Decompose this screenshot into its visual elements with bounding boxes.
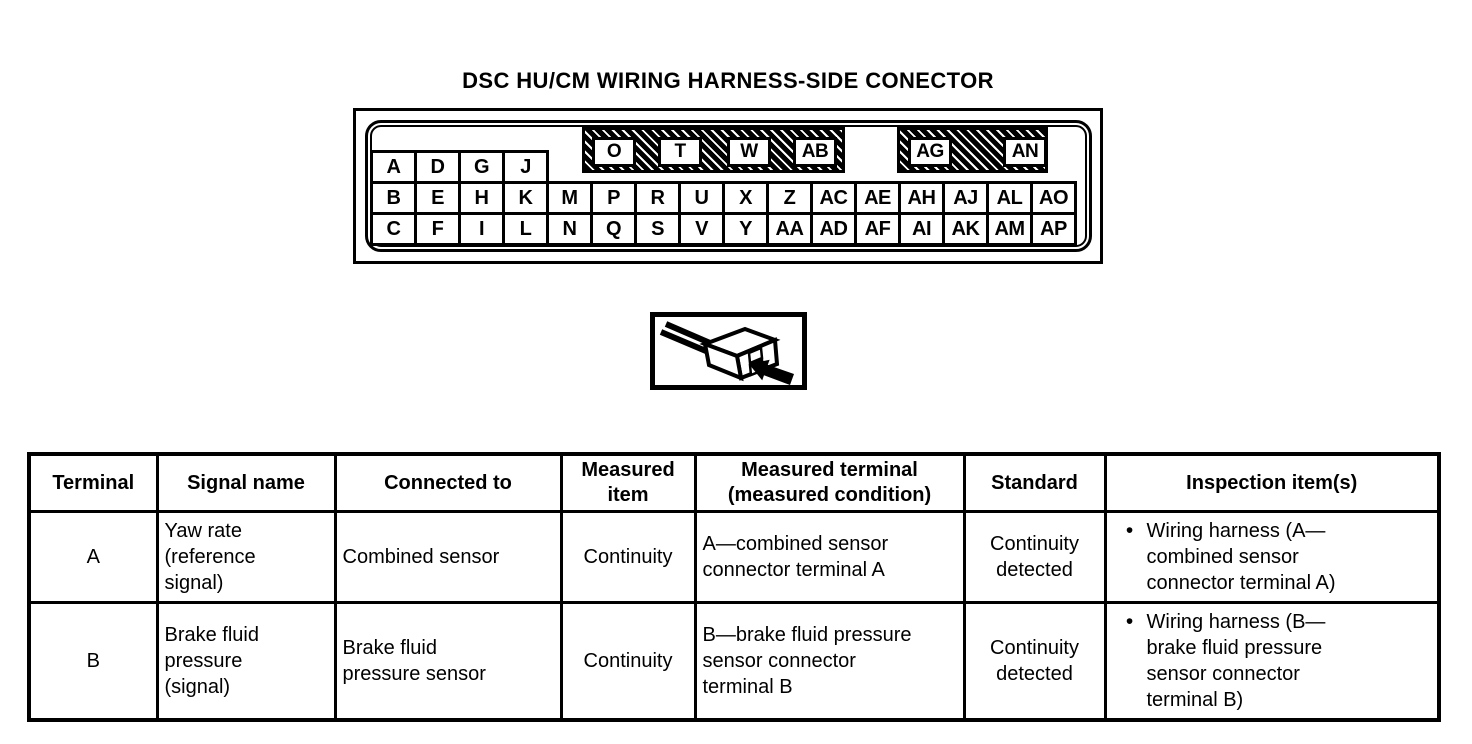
pin-cell-K: K: [502, 181, 549, 215]
pin-cell-Z: Z: [766, 181, 813, 215]
pin-cell-U: U: [678, 181, 725, 215]
cell-measured-item: Continuity: [559, 601, 697, 721]
pin-cell-AG: AG: [908, 137, 952, 167]
pin-cell-AC: AC: [810, 181, 857, 215]
col-header-terminal: Terminal: [27, 452, 159, 513]
col-header-inspection-items: Inspection item(s): [1103, 452, 1441, 513]
pin-cell-AN: AN: [1003, 137, 1047, 167]
pin-cell-P: P: [590, 181, 637, 215]
col-header-standard: Standard: [962, 452, 1107, 513]
pin-cell-M: M: [546, 181, 593, 215]
pin-cell-G: G: [458, 150, 505, 184]
inspection-text: Wiring harness (B— brake fluid pressure …: [1146, 610, 1326, 711]
connector-icon-box: [650, 312, 807, 390]
cell-connected-to: Brake fluid pressure sensor: [333, 601, 563, 721]
pin-cell-E: E: [414, 181, 461, 215]
col-header-connected-to: Connected to: [333, 452, 563, 513]
pin-cell-L: L: [502, 212, 549, 246]
pin-cell-C: C: [370, 212, 417, 246]
bullet-icon: •: [1125, 519, 1134, 542]
pin-cell-O: O: [592, 137, 636, 167]
diagram-title: DSC HU/CM WIRING HARNESS-SIDE CONECTOR: [462, 68, 994, 93]
pin-cell-Y: Y: [722, 212, 769, 246]
table-row-terminal-b: B Brake fluid pressure (signal) Brake fl…: [27, 601, 1441, 721]
pin-cell-S: S: [634, 212, 681, 246]
pin-cell-N: N: [546, 212, 593, 246]
pin-cell-AH: AH: [898, 181, 945, 215]
pin-cell-H: H: [458, 181, 505, 215]
inspection-text: Wiring harness (A— combined sensor conne…: [1146, 520, 1336, 594]
cell-measured-terminal: B—brake fluid pressure sensor connector …: [693, 601, 966, 721]
cell-terminal: B: [27, 601, 159, 721]
pin-cell-Q: Q: [590, 212, 637, 246]
cell-connected-to: Combined sensor: [333, 510, 563, 604]
pin-cell-AO: AO: [1030, 181, 1077, 215]
pin-cell-A: A: [370, 150, 417, 184]
pin-cell-AJ: AJ: [942, 181, 989, 215]
pin-cell-W: W: [727, 137, 771, 167]
pin-cell-AM: AM: [986, 212, 1033, 246]
pin-cell-F: F: [414, 212, 461, 246]
hatched-band-right: AG AN: [897, 127, 1048, 173]
terminal-inspection-table: Terminal Signal name Connected to Measur…: [27, 452, 1441, 722]
inspection-list-item: • Wiring harness (A— combined sensor con…: [1113, 518, 1432, 596]
pin-cell-AL: AL: [986, 181, 1033, 215]
table-row-terminal-a: A Yaw rate (reference signal) Combined s…: [27, 510, 1441, 604]
pin-cell-X: X: [722, 181, 769, 215]
inspection-list-item: • Wiring harness (B— brake fluid pressur…: [1113, 609, 1432, 713]
cell-terminal: A: [27, 510, 159, 604]
pin-cell-AP: AP: [1030, 212, 1077, 246]
pin-cell-B: B: [370, 181, 417, 215]
header-row: Terminal Signal name Connected to Measur…: [27, 452, 1441, 513]
bullet-icon: •: [1125, 609, 1134, 633]
col-header-signal-name: Signal name: [155, 452, 337, 513]
pin-cell-AI: AI: [898, 212, 945, 246]
col-header-measured-item: Measured item: [559, 452, 697, 513]
pin-cell-AE: AE: [854, 181, 901, 215]
pin-cell-R: R: [634, 181, 681, 215]
pin-cell-AF: AF: [854, 212, 901, 246]
connector-with-arrow-icon: [659, 321, 794, 385]
cell-measured-item: Continuity: [559, 510, 697, 604]
cell-measured-terminal: A—combined sensor connector terminal A: [693, 510, 966, 604]
pin-cell-T: T: [658, 137, 702, 167]
pin-cell-V: V: [678, 212, 725, 246]
pin-cell-AD: AD: [810, 212, 857, 246]
col-header-measured-terminal: Measured terminal (measured condition): [693, 452, 966, 513]
pin-cell-J: J: [502, 150, 549, 184]
cell-inspection-items: • Wiring harness (A— combined sensor con…: [1103, 510, 1441, 604]
cell-signal-name: Brake fluid pressure (signal): [155, 601, 337, 721]
connector-outer-box: [353, 108, 1103, 264]
pin-cell-AA: AA: [766, 212, 813, 246]
pin-cell-D: D: [414, 150, 461, 184]
cell-inspection-items: • Wiring harness (B— brake fluid pressur…: [1103, 601, 1441, 721]
cell-signal-name: Yaw rate (reference signal): [155, 510, 337, 604]
pin-cell-AB: AB: [793, 137, 837, 167]
cell-standard: Continuity detected: [962, 510, 1107, 604]
pin-cell-I: I: [458, 212, 505, 246]
pin-cell-AK: AK: [942, 212, 989, 246]
cell-standard: Continuity detected: [962, 601, 1107, 721]
